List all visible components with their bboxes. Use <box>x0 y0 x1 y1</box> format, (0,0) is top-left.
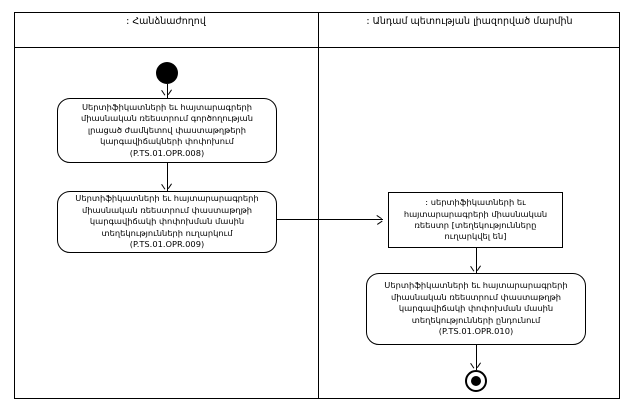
final-node[interactable] <box>465 370 487 392</box>
activity-opr-008[interactable]: Սերտիֆիկատների եւ հայտարագրերի միասնական… <box>57 98 277 163</box>
arrowhead-initial-to-opr008 <box>163 90 172 98</box>
arrowhead-opr009-to-registry-object <box>377 215 385 224</box>
activity-opr-009-label: Սերտիֆիկատների եւ հայտարարագրերի միասնակ… <box>75 193 259 250</box>
swimlane-vertical-divider <box>318 12 319 399</box>
edge-opr010-to-final <box>476 345 477 370</box>
object-node-unified-registry-label: : սերտիֆիկատների եւ հայտարարագրերի միասն… <box>403 197 548 242</box>
initial-node[interactable] <box>156 62 178 84</box>
activity-opr-010-label: Սերտիֆիկատների եւ հայտարարագրերի միասնակ… <box>384 280 568 337</box>
activity-opr-009[interactable]: Սերտիֆիկատների եւ հայտարարագրերի միասնակ… <box>57 191 277 253</box>
edge-opr009-to-registry-object <box>277 219 383 220</box>
swimlane-header-divider <box>14 47 620 48</box>
activity-opr-008-label: Սերտիֆիկատների եւ հայտարագրերի միասնական… <box>81 101 253 158</box>
swimlane-title-member-state-authority: : Անդամ պետության լիազորված մարմին <box>366 16 573 27</box>
edge-registry-object-to-opr010 <box>476 248 477 273</box>
object-node-unified-registry[interactable]: : սերտիֆիկատների եւ հայտարարագրերի միասն… <box>388 192 563 248</box>
activity-opr-010[interactable]: Սերտիֆիկատների եւ հայտարարագրերի միասնակ… <box>366 273 586 345</box>
edge-opr008-to-opr009 <box>167 163 168 191</box>
swimlane-title-commission: : Հանձնաժողով <box>126 16 206 27</box>
